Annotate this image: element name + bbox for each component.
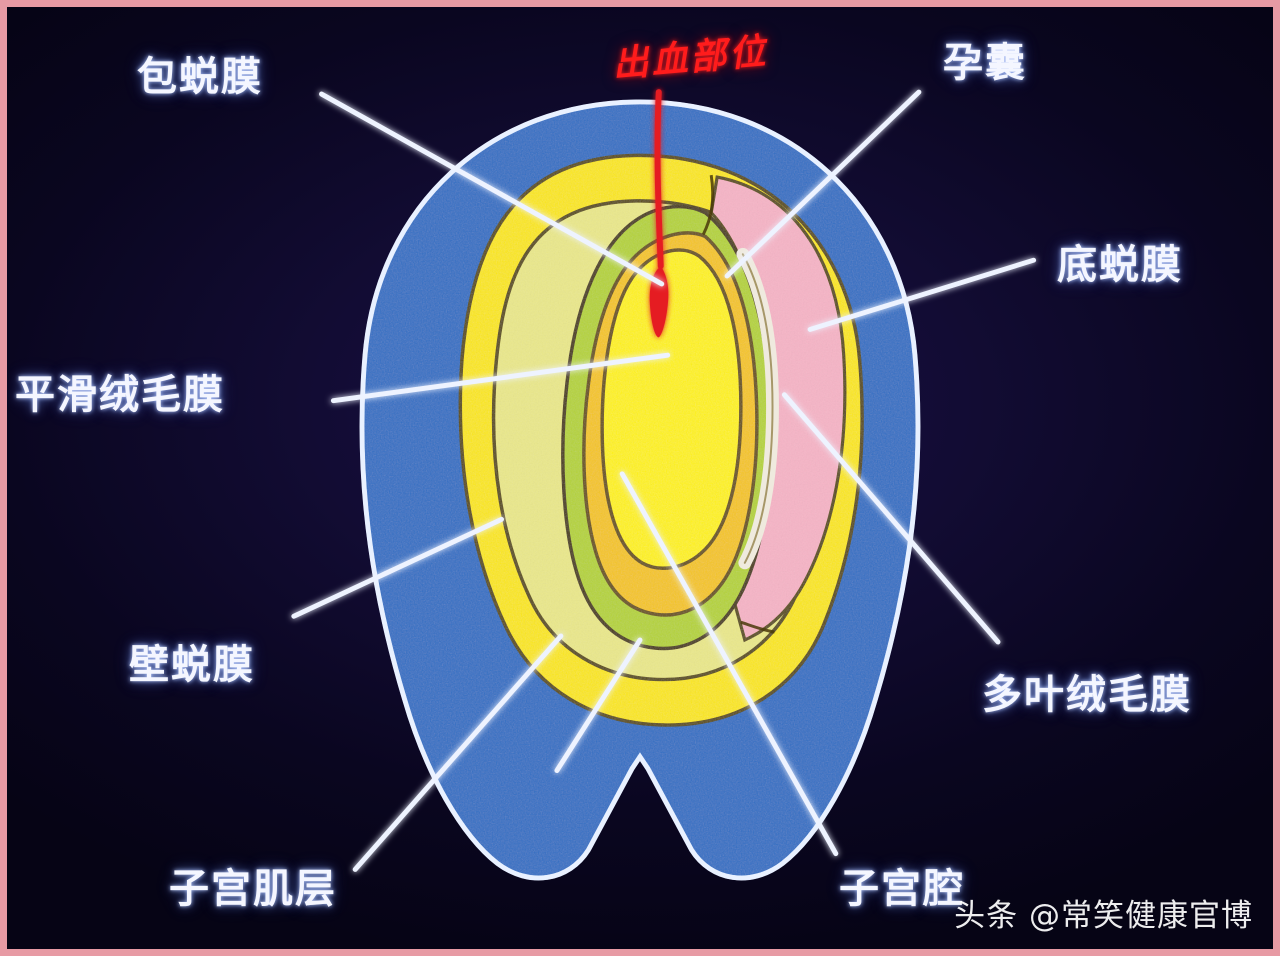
- leader-duo-ye-rong-mao: [781, 392, 1001, 645]
- watermark-text: 头条 @常笑健康官博: [954, 898, 1253, 934]
- sac-boundary-strokes: [701, 174, 775, 634]
- label-smooth-chorion: 平滑绒毛膜: [15, 372, 225, 418]
- label-basal-decidua: 底蜕膜: [1057, 242, 1183, 288]
- gestational-sac: [600, 248, 743, 570]
- leader-di-tui-mo: [807, 257, 1037, 332]
- leader-yun-nang: [724, 89, 922, 279]
- uterus-cross-section-illustration: [291, 89, 1037, 881]
- leader-lines: [291, 89, 1037, 872]
- label-gestational-sac: 孕囊: [943, 40, 1027, 86]
- label-chorion-frondosum: 多叶绒毛膜: [982, 672, 1192, 718]
- label-parietal-decidua: 壁蜕膜: [129, 642, 255, 688]
- leader-zi-gong-qiang: [619, 471, 839, 857]
- label-capsular-decidua: 包蜕膜: [137, 54, 263, 100]
- amnion-band: [736, 247, 779, 570]
- leader-ping-hua-rong-mao: [330, 352, 671, 404]
- leader-bi-tui-mo: [291, 516, 504, 619]
- leader-cavity-tick: [554, 637, 643, 774]
- label-myometrium: 子宫肌层: [169, 866, 337, 912]
- leader-bao-tui-mo: [319, 91, 665, 287]
- leader-zi-gong-ji-ceng: [352, 633, 564, 872]
- label-uterine-cavity: 子宫腔: [839, 866, 965, 912]
